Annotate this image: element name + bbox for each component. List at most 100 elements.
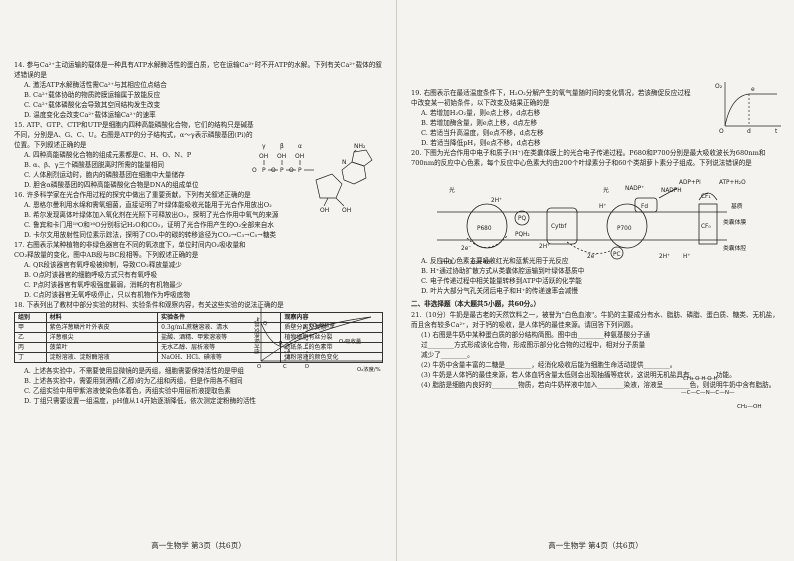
section-2-heading: 二、非选择题（本大题共5小题，共60分。） bbox=[411, 300, 541, 308]
q18-option-d: D. 丁组只需要设置一组温度，pH值从14开始逐渐降低，依次测定淀粉酶的活性 bbox=[24, 397, 257, 405]
question-17: 17. 右图表示某种植物的非绿色器官在不同的氧浓度下，单位时间内O₂吸收量和CO… bbox=[14, 240, 249, 300]
q19-option-b: B. 若增加酶含量，则e点上移，d点左移 bbox=[421, 119, 538, 127]
fd-label: Fd bbox=[641, 204, 648, 210]
q20-option-b: B. H⁺通过协助扩散方式从类囊体腔运输到叶绿体基质中 bbox=[421, 267, 585, 275]
table-row: 丁 淀粉溶液、淀粉酶溶液 NaOH、HCl、碘液等 淀粉溶液的颜色变化 bbox=[14, 352, 383, 363]
p680-label: P680 bbox=[477, 226, 492, 232]
x-axis-label: O₂浓度/% bbox=[357, 365, 381, 373]
peptide-structure-figure: CH₃ O H O H —C—C—N—C—N— CH₂—OH bbox=[681, 376, 762, 410]
e-label: 2e⁻ bbox=[587, 254, 597, 260]
pc-label: PC bbox=[613, 252, 621, 258]
page-4-content: 19. 右图表示在最适温度条件下，H₂O₂分解产生的氧气量随时间的变化情况，若该… bbox=[411, 88, 780, 531]
table-cell: 乙 bbox=[14, 332, 47, 343]
group-label: OH bbox=[342, 207, 351, 214]
question-14: 14. 参与Ca²⁺主动运输的载体是一种具有ATP水解酶活性的蛋白质，它在运输C… bbox=[14, 60, 383, 120]
point-e: e bbox=[751, 86, 755, 93]
q19-option-d: D. 若适当降低pH，则e点不移，d点右移 bbox=[421, 139, 541, 147]
page-3: 14. 参与Ca²⁺主动运输的载体是一种具有ATP水解酶活性的蛋白质，它在运输C… bbox=[14, 60, 383, 550]
h-label: H⁺ bbox=[683, 253, 690, 260]
o2-time-figure: O₂ e O d t bbox=[715, 82, 781, 135]
atp-label: ATP+H₂O bbox=[719, 180, 746, 186]
nadp-label: NADP⁺ bbox=[625, 185, 644, 192]
page-4-footer: 高一生物学 第4页（共6页） bbox=[548, 541, 643, 550]
q20-option-a: A. 反应中心色素主要吸收红光和蓝紫光用于光反应 bbox=[421, 257, 569, 265]
q14-option-c: C. Ca²⁺载体磷酸化会导致其空间结构发生改变 bbox=[24, 101, 161, 109]
atp-structure-figure: γ β α OH OH OH P P P O O O NH₂ N OH OH bbox=[252, 143, 373, 214]
group-label: O bbox=[289, 167, 294, 174]
table-cell: 紫色洋葱鳞片叶外表皮 bbox=[45, 322, 159, 333]
table-cell: NaOH、HCl、碘液等 bbox=[157, 352, 282, 363]
table-cell: 丙 bbox=[14, 342, 47, 353]
q20-option-d: D. 叶片大部分气孔关闭后电子和H⁺的传递速率会减慢 bbox=[421, 287, 578, 295]
x-mark: C bbox=[283, 364, 287, 370]
question-18: 18. 下表列出了教材中部分实验的材料、实验条件和观察内容，有关这些实验的说法正… bbox=[14, 300, 383, 406]
nadph-label: NADPH bbox=[661, 188, 682, 194]
q17-option-b: B. O点时该器官的细胞呼吸方式只有有氧呼吸 bbox=[24, 271, 158, 279]
q16-stem: 16. 许多科学家在光合作用过程的探究中做出了重要贡献，下列有关叙述正确的是 bbox=[14, 191, 251, 199]
q15-option-c: C. 人体剧烈运动时，胞内的磷酸基团在细胞中大量储存 bbox=[24, 171, 185, 179]
greek-label: γ bbox=[262, 143, 266, 150]
q15-option-b: B. α、β、γ三个磷酸基团脱离时所需的能量相同 bbox=[24, 161, 164, 169]
cf1-label: CF₁ bbox=[701, 194, 711, 200]
page-3-footer: 高一生物学 第3页（共6页） bbox=[151, 541, 246, 550]
p-label: P bbox=[298, 167, 302, 174]
base-label: NH₂ bbox=[354, 143, 366, 150]
lumen-label: 类囊体腔 bbox=[723, 244, 746, 252]
thylakoid-electron-transport-figure: 光 光 P680 PQ PQH₂ Cytbf PC P700 Fd NADP⁺ … bbox=[437, 180, 746, 266]
page-divider bbox=[396, 0, 397, 561]
table-header: 组别 bbox=[14, 312, 47, 323]
page-4: 19. 右图表示在最适温度条件下，H₂O₂分解产生的氧气量随时间的变化情况，若该… bbox=[397, 0, 794, 561]
experiment-table: 组别 材料 实验条件 观察内容 甲 紫色洋葱鳞片叶外表皮 0.3g/mL蔗糖溶液… bbox=[14, 312, 383, 363]
cytbf-label: Cytbf bbox=[551, 224, 567, 230]
q17-option-d: D. C点时该器官无氧呼吸停止，只以有机物作为呼吸底物 bbox=[24, 291, 190, 299]
point-b: B bbox=[287, 355, 291, 361]
p-label: P bbox=[280, 167, 284, 174]
origin-label: O bbox=[719, 128, 724, 135]
x-mark: O bbox=[257, 364, 261, 370]
h2o-label: H₂O bbox=[441, 260, 453, 266]
q17-option-a: A. QR段该器官有氧呼吸被抑制，导致CO₂释放量减少 bbox=[24, 261, 182, 269]
table-cell: 淀粉溶液的颜色变化 bbox=[280, 352, 383, 363]
q16-option-b: B. 希尔发现离体叶绿体加入氧化剂在光照下可释放出O₂，探明了光合作用中氧气的来… bbox=[24, 211, 279, 219]
peptide-chain: —C—C—N—C—N— bbox=[681, 390, 735, 396]
group-label: OH bbox=[295, 153, 304, 160]
adp-label: ADP+Pi bbox=[679, 180, 701, 186]
point-r: R bbox=[279, 341, 283, 347]
q16-option-d: D. 卡尔文用放射性同位素示踪法，探明了CO₂中的碳的转移途径为CO₂→C₃→C… bbox=[24, 231, 277, 239]
group-label: O bbox=[271, 167, 276, 174]
q19-option-a: A. 若增加H₂O₂量，则e点上移，d点右移 bbox=[421, 109, 541, 117]
table-cell: 洋葱根尖 bbox=[45, 332, 159, 343]
peptide-top: CH₃ O H O H bbox=[683, 376, 718, 382]
point-a: A bbox=[287, 349, 291, 355]
q16-option-a: A. 恩格尔曼利用水绵和需氧细菌，直接证明了叶绿体能吸收光能用于光合作用放出O₂ bbox=[24, 201, 272, 209]
q21-sub-3: (3) 牛奶是人体钙的最佳来源，若人体血钙含量太低则会出现抽搐等症状，这说明无机… bbox=[421, 371, 736, 379]
y-axis-label: O₂ bbox=[715, 83, 723, 90]
stroma-label: 基质 bbox=[731, 202, 743, 210]
cf0-label: CF₀ bbox=[701, 224, 711, 230]
q14-option-d: D. 温度变化会改变Ca²⁺载体运输Ca²⁺的速率 bbox=[24, 111, 156, 119]
q18-option-b: B. 上述各实验中，需要用到酒精(乙醇)的为乙组和丙组，但是作用各不相同 bbox=[24, 377, 243, 385]
question-19: 19. 右图表示在最适温度条件下，H₂O₂分解产生的氧气量随时间的变化情况，若该… bbox=[411, 88, 696, 148]
q14-option-a: A. 激活ATP水解酶活性需Ca²⁺与其相应位点结合 bbox=[24, 81, 167, 89]
curve2-label: O₂吸收量 bbox=[339, 337, 362, 345]
q19-stem: 19. 右图表示在最适温度条件下，H₂O₂分解产生的氧气量随时间的变化情况，若该… bbox=[411, 89, 691, 107]
light-label: 光 bbox=[603, 186, 609, 194]
pq-label: PQ bbox=[518, 216, 526, 222]
point-q: Q bbox=[263, 321, 267, 327]
e-label: 2e⁻ bbox=[461, 246, 471, 252]
respiration-chart-figure: CO₂释放量 O₂吸收量 Q R P A B O C D O₂浓度/% 气体交换… bbox=[253, 307, 382, 373]
table-header: 材料 bbox=[45, 312, 159, 323]
q15-option-d: D. 胆含α磷酸基团的四种高能磷酸化合物是DNA的组成单位 bbox=[24, 181, 199, 189]
group-label: O bbox=[252, 167, 257, 174]
point-p: P bbox=[303, 325, 307, 331]
point-d: d bbox=[747, 128, 751, 135]
q19-option-c: C. 若适当升高温度，则e点不移，d点左移 bbox=[421, 129, 544, 137]
q21-sub-1: (1) 右图是牛奶中某种蛋白质的部分结构简图。图中由________种氨基酸分子… bbox=[421, 331, 651, 359]
2h-label: 2H⁺ bbox=[539, 243, 550, 250]
q18-option-a: A. 上述各实验中，不需要使用显微镜的是丙组，细胞需要保持活性的是甲组 bbox=[24, 367, 244, 375]
q18-option-c: C. 乙组实验中用甲紫溶液使染色体着色，丙组实验中用层析液提取色素 bbox=[24, 387, 231, 395]
page-3-content: 14. 参与Ca²⁺主动运输的载体是一种具有ATP水解酶活性的蛋白质，它在运输C… bbox=[14, 60, 383, 531]
table-cell: 甲 bbox=[14, 322, 47, 333]
p-label: P bbox=[262, 167, 266, 174]
greek-label: α bbox=[298, 143, 302, 150]
